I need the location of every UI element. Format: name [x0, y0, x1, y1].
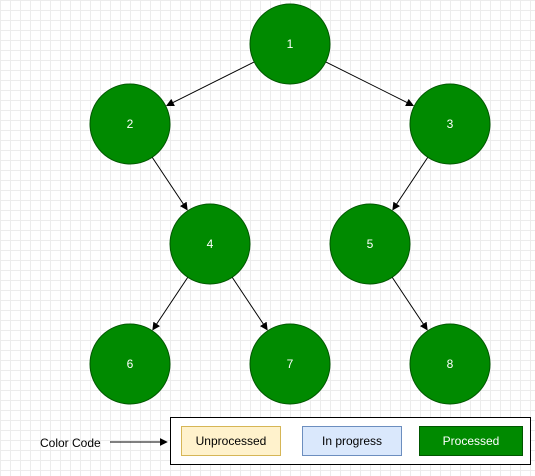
node-label: 7	[287, 357, 294, 371]
node-2[interactable]: 2	[89, 83, 171, 165]
legend-box: Unprocessed In progress Processed	[170, 417, 531, 465]
node-circle	[89, 323, 171, 405]
edge-1-to-2	[165, 61, 255, 107]
node-label: 6	[127, 357, 134, 371]
node-8[interactable]: 8	[409, 323, 491, 405]
legend-caption: Color Code	[40, 436, 101, 450]
nodes-layer: 1 2 3 4 5 6 7 8	[89, 3, 491, 405]
node-label: 1	[287, 37, 294, 51]
edges-layer	[151, 61, 429, 331]
edge-2-to-4	[151, 157, 188, 211]
edge-4-to-7	[231, 277, 268, 331]
legend-unprocessed: Unprocessed	[181, 426, 281, 456]
node-3[interactable]: 3	[409, 83, 491, 165]
node-circle	[409, 83, 491, 165]
node-circle	[409, 323, 491, 405]
node-label: 3	[447, 117, 454, 131]
node-label: 4	[207, 237, 214, 251]
edge-3-to-5	[392, 157, 429, 211]
node-circle	[169, 203, 251, 285]
legend-in-progress: In progress	[302, 426, 402, 456]
node-label: 5	[367, 237, 374, 251]
node-circle	[89, 83, 171, 165]
node-label: 8	[447, 357, 454, 371]
node-circle	[329, 203, 411, 285]
edge-1-to-3	[325, 61, 415, 107]
node-6[interactable]: 6	[89, 323, 171, 405]
node-5[interactable]: 5	[329, 203, 411, 285]
node-4[interactable]: 4	[169, 203, 251, 285]
edge-4-to-6	[152, 277, 189, 331]
node-label: 2	[127, 117, 134, 131]
node-circle	[249, 323, 331, 405]
edge-5-to-8	[391, 277, 428, 331]
node-7[interactable]: 7	[249, 323, 331, 405]
node-circle	[249, 3, 331, 85]
node-1[interactable]: 1	[249, 3, 331, 85]
legend-processed: Processed	[419, 426, 523, 456]
